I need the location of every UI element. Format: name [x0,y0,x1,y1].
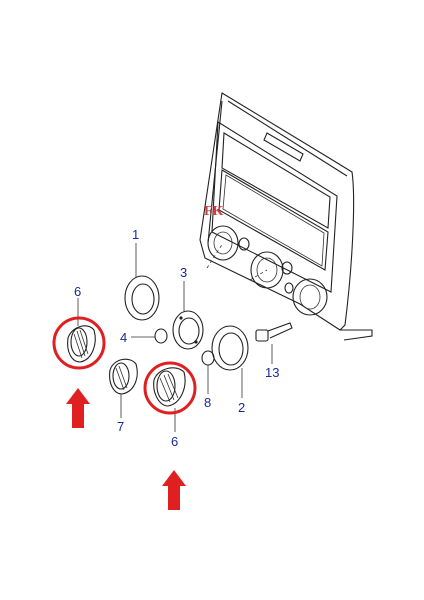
label-part-2: 2 [238,400,245,415]
label-part-8: 8 [204,395,211,410]
label-part-1: 1 [132,227,139,242]
dashboard-bezel-panel [199,92,373,341]
part-1-trim-ring [124,243,160,321]
part-13-screw [255,322,293,364]
part-8-clip [201,350,215,394]
label-part-6-bottom: 6 [171,434,178,449]
knob-6-left [67,298,96,363]
label-part-7: 7 [117,419,124,434]
knob-7 [109,358,138,418]
highlight-circle-bottom [143,361,197,415]
part-3-gasket [172,281,204,350]
highlight-circle-left [52,316,106,370]
red-arrow-left [66,388,90,428]
label-part-6-top: 6 [74,284,81,299]
label-part-3: 3 [180,265,187,280]
red-arrow-bottom [162,470,186,510]
label-part-13: 13 [265,365,279,380]
part-4-clip [131,328,168,344]
knob-6-bottom [153,367,186,432]
label-part-4: 4 [120,330,127,345]
watermark-logo: FK [204,204,224,219]
part-2-large-ring [211,325,249,398]
